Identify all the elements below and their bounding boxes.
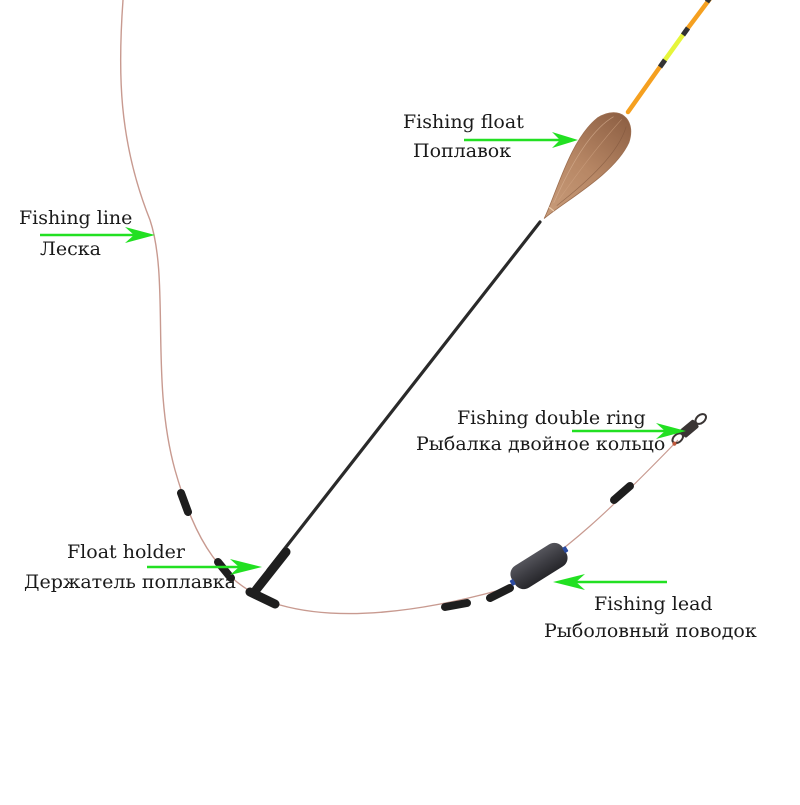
label-float-holder-ru: Держатель поплавка — [24, 571, 236, 593]
label-float-holder-en: Float holder — [67, 541, 185, 563]
stopper-2 — [214, 558, 235, 582]
float-holder — [245, 547, 291, 609]
stopper-1 — [177, 489, 192, 516]
float-antenna — [625, 0, 712, 115]
label-fishing-float-ru: Поплавок — [413, 140, 512, 162]
arrow-fishing-lead — [553, 574, 667, 590]
arrow-double-ring — [572, 423, 686, 439]
label-fishing-line-ru: Леска — [40, 238, 101, 260]
arrow-fishing-float — [464, 132, 578, 148]
label-double-ring-ru: Рыбалка двойное кольцо — [416, 433, 666, 455]
arrow-fishing-line — [40, 227, 155, 243]
fishing-line — [119, 0, 501, 615]
stopper-3 — [441, 599, 471, 611]
label-fishing-line-en: Fishing line — [19, 207, 133, 229]
fishing-lead — [509, 542, 569, 590]
line-stoppers — [177, 482, 634, 611]
float-stem — [266, 220, 542, 572]
label-fishing-lead-ru: Рыболовный поводок — [544, 620, 757, 642]
annotation-arrows — [40, 132, 686, 590]
label-double-ring-en: Fishing double ring — [457, 407, 646, 429]
stopper-5 — [610, 482, 634, 504]
label-fishing-float-en: Fishing float — [403, 111, 524, 133]
fishing-float — [543, 112, 632, 219]
stopper-4 — [486, 584, 514, 602]
double-ring-swivel — [671, 413, 707, 446]
label-fishing-lead-en: Fishing lead — [594, 593, 713, 615]
arrow-float-holder — [147, 559, 262, 575]
